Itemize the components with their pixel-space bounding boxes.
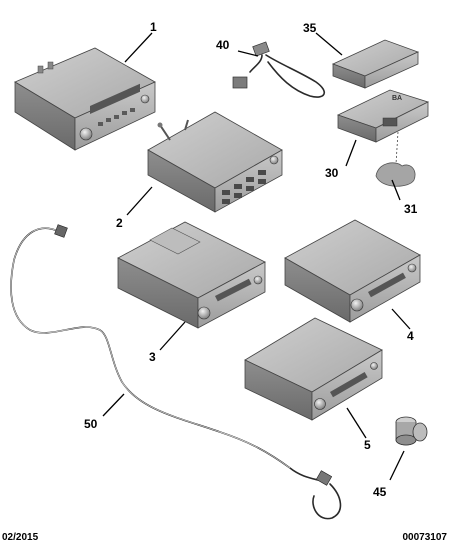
radio-unit-4 <box>284 219 421 323</box>
module-30: BA <box>336 89 430 143</box>
callout-1: 1 <box>150 20 157 34</box>
radio-unit-1 <box>14 47 156 151</box>
callout-3: 3 <box>149 350 156 364</box>
footer-date: 02/2015 <box>2 532 39 543</box>
usb-socket-45 <box>395 416 428 446</box>
radio-unit-3 <box>117 221 266 329</box>
svg-text:BA: BA <box>392 95 402 102</box>
callout-30: 30 <box>325 166 339 180</box>
callout-5: 5 <box>364 438 371 452</box>
callout-4: 4 <box>407 329 414 343</box>
module-35 <box>331 39 420 89</box>
callout-35: 35 <box>303 21 317 35</box>
cover-31 <box>375 131 416 187</box>
callout-45: 45 <box>373 485 387 499</box>
radio-unit-2 <box>147 111 283 213</box>
footer-code: 00073107 <box>403 532 448 543</box>
cable-50 <box>10 224 342 520</box>
callout-40: 40 <box>216 38 230 52</box>
harness-40 <box>232 41 326 98</box>
radio-unit-5 <box>244 317 383 421</box>
leader-lines <box>102 32 411 481</box>
callout-31: 31 <box>404 202 418 216</box>
callout-2: 2 <box>116 216 123 230</box>
callout-50: 50 <box>84 417 98 431</box>
